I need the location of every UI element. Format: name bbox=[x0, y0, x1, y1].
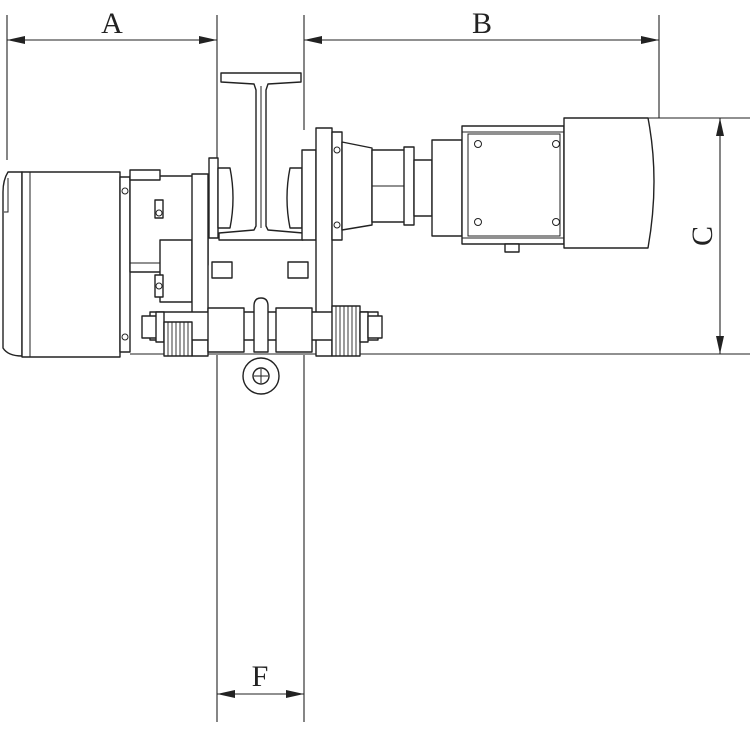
terminal-screw-4 bbox=[552, 218, 560, 226]
dimension-c: C bbox=[130, 117, 750, 355]
right-gearbox-flange bbox=[331, 131, 343, 241]
dim-c-arrow-top bbox=[716, 118, 724, 136]
right-terminal-gland bbox=[504, 243, 520, 253]
dim-f-arrow-left bbox=[217, 690, 235, 698]
dim-f-arrow-right bbox=[286, 690, 304, 698]
left-gear-tab-2 bbox=[154, 274, 164, 298]
left-thread bbox=[163, 321, 193, 357]
cross-shaft-assembly bbox=[141, 297, 383, 395]
right-gearbox-bolt-top bbox=[333, 146, 341, 154]
left-gear-tab-1 bbox=[154, 199, 164, 219]
dim-b-arrow-left bbox=[304, 36, 322, 44]
left-motor-bolt-top bbox=[121, 187, 129, 195]
terminal-screw-1 bbox=[474, 140, 482, 148]
left-washer bbox=[155, 311, 165, 343]
left-wheel-plate bbox=[208, 157, 219, 239]
right-coupling bbox=[413, 159, 433, 217]
left-gear-tab-bolt bbox=[155, 209, 163, 217]
dimension-f: F bbox=[216, 355, 305, 722]
dim-a-arrow-right bbox=[199, 36, 217, 44]
left-spacer bbox=[207, 307, 245, 353]
left-brake-motor bbox=[2, 171, 131, 358]
dimension-b: B bbox=[303, 7, 660, 130]
dim-a-arrow-left bbox=[7, 36, 25, 44]
load-hook-shank bbox=[253, 297, 269, 353]
right-guide-roller bbox=[287, 261, 309, 279]
left-guide-roller bbox=[211, 261, 233, 279]
right-terminal-box-inner bbox=[467, 133, 561, 237]
left-motor-bolt-bottom bbox=[121, 333, 129, 341]
right-gearbox-body bbox=[341, 141, 373, 231]
terminal-screw-2 bbox=[552, 140, 560, 148]
dim-c-arrow-bottom bbox=[716, 336, 724, 354]
left-motor-flange bbox=[119, 176, 131, 353]
left-motor-endcap bbox=[2, 171, 23, 357]
left-motor-body bbox=[21, 171, 121, 358]
load-hook-key bbox=[254, 369, 268, 383]
dim-f-label: F bbox=[252, 660, 269, 693]
dimension-a: A bbox=[6, 7, 218, 160]
right-motor-body bbox=[563, 117, 655, 249]
right-drive-motor bbox=[461, 117, 655, 253]
right-coupling-flange bbox=[431, 139, 463, 237]
right-wheel bbox=[286, 167, 303, 229]
left-side-plate-body bbox=[191, 173, 209, 357]
right-nut bbox=[367, 315, 383, 339]
dim-a-label: A bbox=[101, 7, 123, 40]
left-motor-endcap-lip bbox=[4, 178, 9, 213]
left-gear-tab-bolt-2 bbox=[155, 282, 163, 290]
dim-c-label: C bbox=[686, 226, 719, 246]
dim-b-arrow-right bbox=[641, 36, 659, 44]
left-side-plate bbox=[129, 157, 234, 357]
left-gear-lower-block bbox=[159, 239, 193, 303]
terminal-screw-3 bbox=[474, 218, 482, 226]
right-reducer-cap bbox=[403, 146, 415, 226]
right-wheel-plate bbox=[301, 149, 317, 241]
right-spacer bbox=[275, 307, 313, 353]
right-thread-lines bbox=[335, 306, 357, 356]
right-gearbox-bolt-bottom bbox=[333, 221, 341, 229]
dim-b-label: B bbox=[472, 7, 492, 40]
right-washer bbox=[359, 311, 369, 343]
left-wheel bbox=[217, 167, 234, 229]
right-side-plate-body bbox=[315, 127, 333, 357]
right-terminal-box bbox=[461, 125, 565, 245]
right-side-plate bbox=[286, 127, 463, 357]
left-gear-bracket-top bbox=[129, 169, 161, 181]
left-thread-lines bbox=[167, 322, 189, 356]
